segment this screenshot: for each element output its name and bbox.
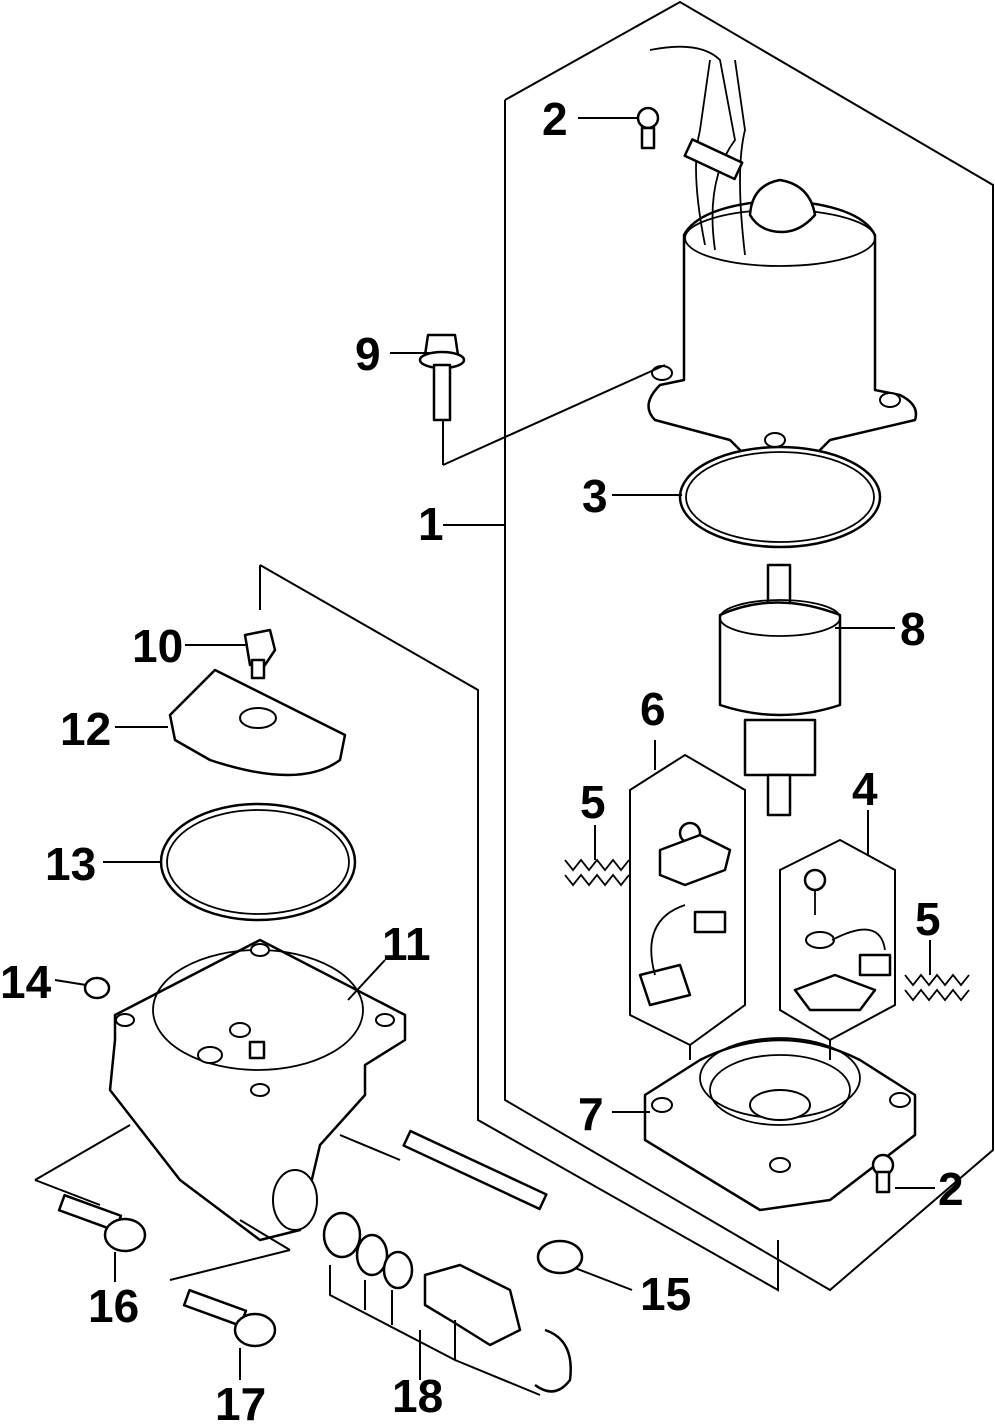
- bolt-9: [418, 333, 466, 422]
- callout-1: 1: [418, 498, 444, 550]
- callout-16: 16: [88, 1280, 139, 1332]
- screw-2-top: [636, 106, 660, 150]
- end-cap-7: [643, 1037, 917, 1212]
- callout-17: 17: [215, 1378, 266, 1426]
- assembly-boundary: [443, 0, 994, 1292]
- callout-7: 7: [578, 1088, 604, 1140]
- screw-2-bottom: [871, 1153, 895, 1194]
- pump-body-11: [108, 938, 407, 1242]
- callout-9: 9: [355, 328, 381, 380]
- motor-housing: [442, 45, 918, 472]
- callout-5-left: 5: [580, 776, 606, 828]
- callout-5-right: 5: [915, 893, 941, 945]
- brush-assembly-4: [779, 838, 896, 1042]
- callout-2-bottom: 2: [938, 1163, 964, 1215]
- bolt-16: [34, 1124, 147, 1253]
- callout-2-top: 2: [542, 93, 568, 145]
- callout-4: 4: [852, 763, 878, 815]
- callout-6: 6: [640, 683, 666, 735]
- bolt-15: [339, 1129, 584, 1275]
- callout-12: 12: [60, 703, 111, 755]
- callout-18: 18: [392, 1370, 443, 1422]
- o-ring-3: [678, 445, 882, 549]
- armature-8: [718, 563, 842, 817]
- o-ring-14: [83, 976, 111, 1000]
- spring-5-right: [904, 973, 970, 1002]
- callout-3: 3: [582, 470, 608, 522]
- brush-assembly-6: [629, 753, 746, 1047]
- bolt-17: [169, 1219, 291, 1348]
- spring-5-left: [564, 858, 630, 887]
- callout-13: 13: [45, 838, 96, 890]
- callout-8: 8: [900, 603, 926, 655]
- callout-11: 11: [382, 918, 431, 970]
- plate-12: [168, 668, 347, 777]
- pump-group-boundary: [259, 564, 779, 1292]
- callout-10: 10: [132, 620, 183, 672]
- o-ring-13: [159, 802, 357, 922]
- valve-kit-18: [322, 1211, 572, 1396]
- callout-15: 15: [640, 1268, 691, 1320]
- leader-lines: [54, 117, 935, 1380]
- key-10: [243, 628, 277, 680]
- callout-14: 14: [0, 956, 52, 1008]
